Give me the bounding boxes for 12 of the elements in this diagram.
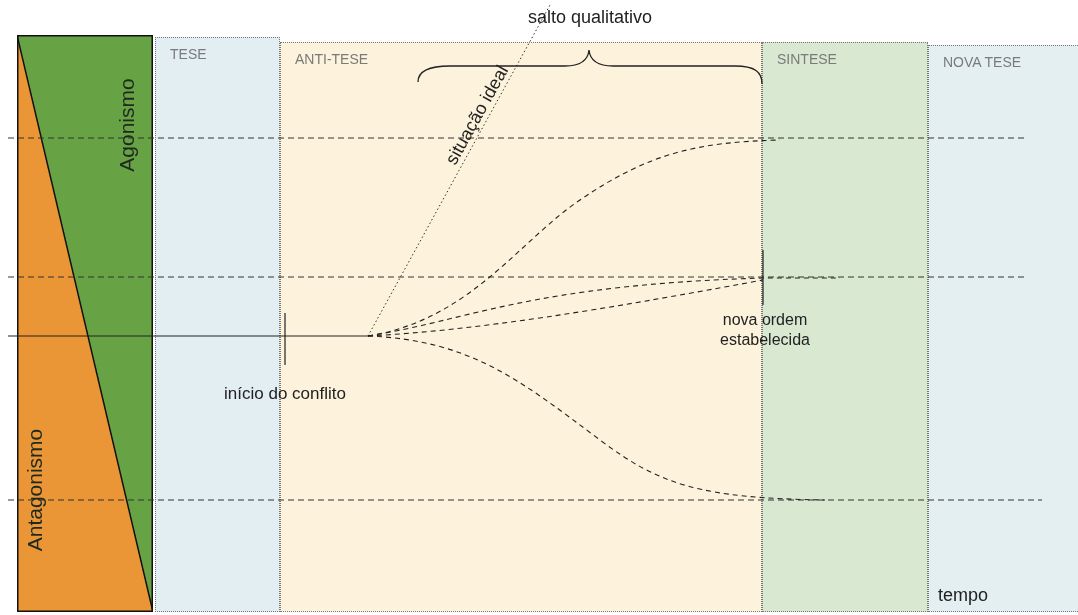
event-label: início do conflito: [223, 383, 347, 405]
phase-band: [928, 45, 1078, 612]
axis-label: tempo: [938, 584, 989, 607]
phase-title: TESE: [170, 46, 207, 62]
phase-title: SINTESE: [777, 51, 837, 67]
event-label: nova ordem estabelecida: [719, 310, 811, 350]
scale-bar: [17, 35, 153, 612]
phase-title: ANTI-TESE: [295, 51, 369, 67]
scale-label: Antagonismo: [23, 428, 47, 552]
phase-title: NOVA TESE: [943, 54, 1022, 70]
brace-label: salto qualitativo: [527, 6, 653, 29]
scale-label: Agonismo: [115, 78, 139, 172]
